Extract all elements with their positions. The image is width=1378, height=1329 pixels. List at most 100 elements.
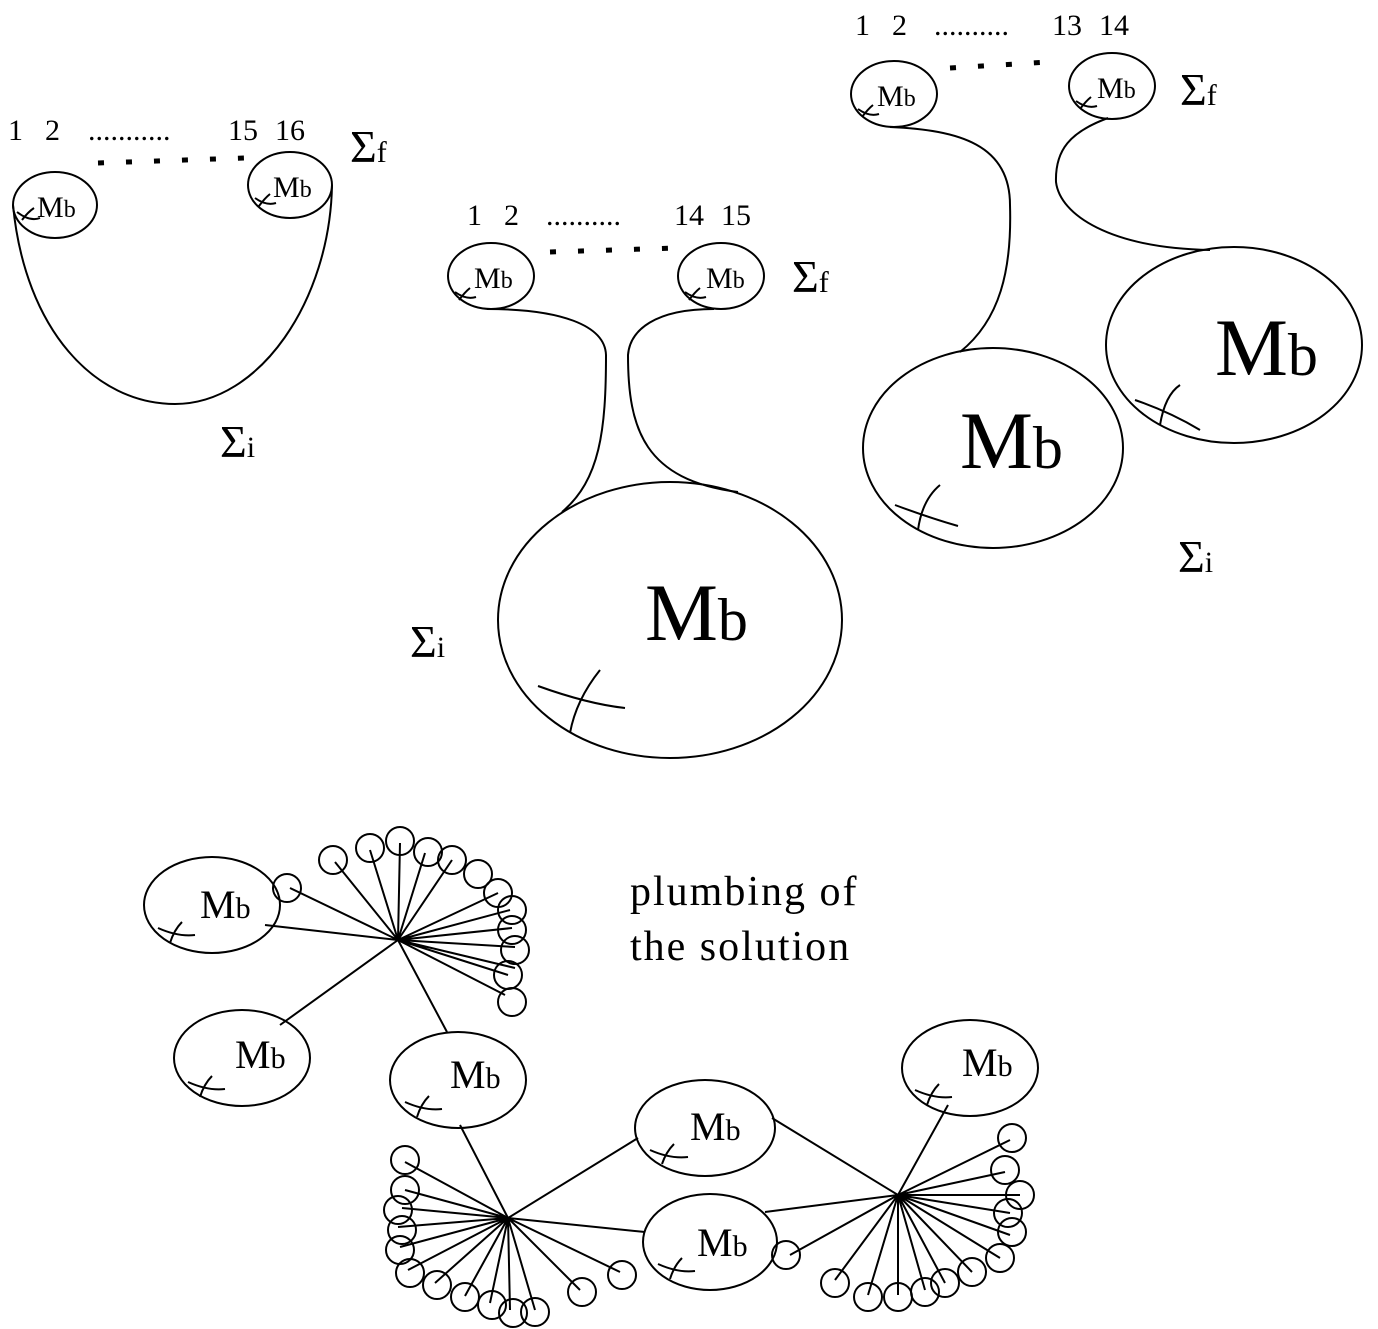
caption-line-1: plumbing of (630, 869, 859, 915)
hub-circle (390, 1145, 420, 1175)
hub-circle (387, 1215, 417, 1245)
large-mb-cross (537, 669, 626, 734)
small-mb-cross (454, 287, 477, 301)
connector-lines (264, 924, 949, 1233)
small-mb-ellipse-right (1068, 52, 1156, 120)
hub-circle (355, 833, 385, 863)
large-mb-label: Mb (645, 567, 748, 658)
mb-label: Mb (200, 882, 251, 927)
dotted-connector (549, 245, 677, 255)
hub-circle (450, 1282, 480, 1312)
hub-circle (520, 1297, 550, 1327)
hub-circle (993, 1198, 1023, 1228)
large-mb-label-lower: Mb (960, 395, 1063, 486)
hub-lower-right (771, 1123, 1035, 1312)
seq-label-16: 16 (275, 114, 305, 147)
seq-label-1: 1 (467, 199, 482, 232)
dotted-connector (97, 155, 245, 166)
hub-circle (422, 1270, 452, 1300)
hub-spoke (289, 842, 516, 996)
tube-right (1054, 117, 1211, 251)
small-mb-label-left: Mb (474, 262, 513, 295)
hub-circle (853, 1282, 883, 1312)
mb-label: Mb (235, 1032, 286, 1077)
small-mb-cross (1075, 96, 1098, 110)
tube-left (889, 126, 1012, 353)
plumbing-network: plumbing of the solution (143, 826, 1039, 1328)
panel-right: 1 2 .......... 13 14 Mb Mb Mb Mb Σf (850, 9, 1363, 582)
hub-circle (497, 987, 527, 1017)
mb-cross (157, 921, 196, 944)
hub-circle (500, 935, 530, 965)
hub-circle (607, 1260, 637, 1290)
sigma-i-label: Σi (1178, 531, 1213, 582)
hub-circle (567, 1277, 597, 1307)
sigma-i-label: Σi (220, 416, 255, 467)
mb-ellipse (143, 856, 281, 954)
mb-label: Mb (450, 1052, 501, 1097)
small-mb-label-right: Mb (273, 171, 312, 204)
mb-cross (914, 1083, 953, 1106)
small-mb-cross (254, 193, 277, 207)
hub-circle (930, 1268, 960, 1298)
hub-circle (463, 859, 493, 889)
hub-spoke (789, 1139, 1020, 1296)
hub-circle (883, 1282, 913, 1312)
mb-ellipse (173, 1009, 311, 1107)
sigma-f-label: Σf (792, 251, 829, 302)
mb-ellipse (642, 1193, 778, 1291)
hub-circle (395, 1258, 425, 1288)
hub-circle (497, 915, 527, 945)
mb-ellipse (389, 1031, 527, 1129)
hub-circle (771, 1240, 801, 1270)
hub-circle (385, 826, 415, 856)
seq-label-1: 1 (855, 9, 870, 42)
mb-cross (649, 1143, 689, 1165)
hub-circle (1005, 1180, 1035, 1210)
small-mb-cross (16, 207, 41, 221)
large-mb-cross (1134, 384, 1201, 431)
small-mb-label-left: Mb (877, 80, 916, 113)
dotted-connector (949, 59, 1049, 71)
mb-ellipse (634, 1079, 776, 1177)
seq-ellipsis: ........... (88, 114, 171, 147)
mb-label: Mb (690, 1104, 741, 1149)
large-mb-ellipse-lower (862, 347, 1124, 549)
hub-circle (997, 1217, 1027, 1247)
hub-circle (985, 1243, 1015, 1273)
hub-upper (272, 826, 530, 1017)
sigma-f-label: Σf (350, 121, 387, 172)
sigma-i-label: Σi (410, 616, 445, 667)
mb-label: Mb (962, 1040, 1013, 1085)
plumbing-mb-node: Mb (901, 1019, 1039, 1117)
sigma-f-label: Σf (1180, 64, 1217, 115)
hub-circle (413, 837, 443, 867)
caption-line-2: the solution (630, 924, 851, 970)
small-mb-cross (857, 104, 880, 118)
large-mb-cross (894, 484, 959, 531)
seq-label-14: 14 (1099, 9, 1129, 42)
panel-middle: 1 2 .......... 14 15 Mb Mb Mb Σf Σi (410, 199, 843, 759)
mb-label: Mb (697, 1220, 748, 1265)
plumbing-mb-node: Mb (634, 1079, 776, 1177)
tube-left (486, 308, 608, 513)
hub-circle (437, 845, 467, 875)
plumbing-mb-node: Mb (143, 856, 281, 954)
seq-ellipsis: .......... (546, 199, 621, 232)
small-mb-label-right: Mb (1097, 72, 1136, 105)
mb-cross (657, 1257, 696, 1280)
small-mb-ellipse-right (677, 242, 765, 310)
mb-cross (187, 1075, 226, 1098)
small-mb-cross (684, 287, 707, 301)
plumbing-mb-node: Mb (389, 1031, 527, 1129)
seq-ellipsis: .......... (934, 9, 1009, 42)
seq-label-15: 15 (228, 114, 258, 147)
hub-circle (997, 1123, 1027, 1153)
small-mb-label-left: Mb (37, 191, 76, 224)
hub-circle (272, 873, 302, 903)
bowl-surface (12, 184, 333, 406)
seq-label-1: 1 (8, 114, 23, 147)
seq-label-14: 14 (674, 199, 704, 232)
mb-ellipse (901, 1019, 1039, 1117)
